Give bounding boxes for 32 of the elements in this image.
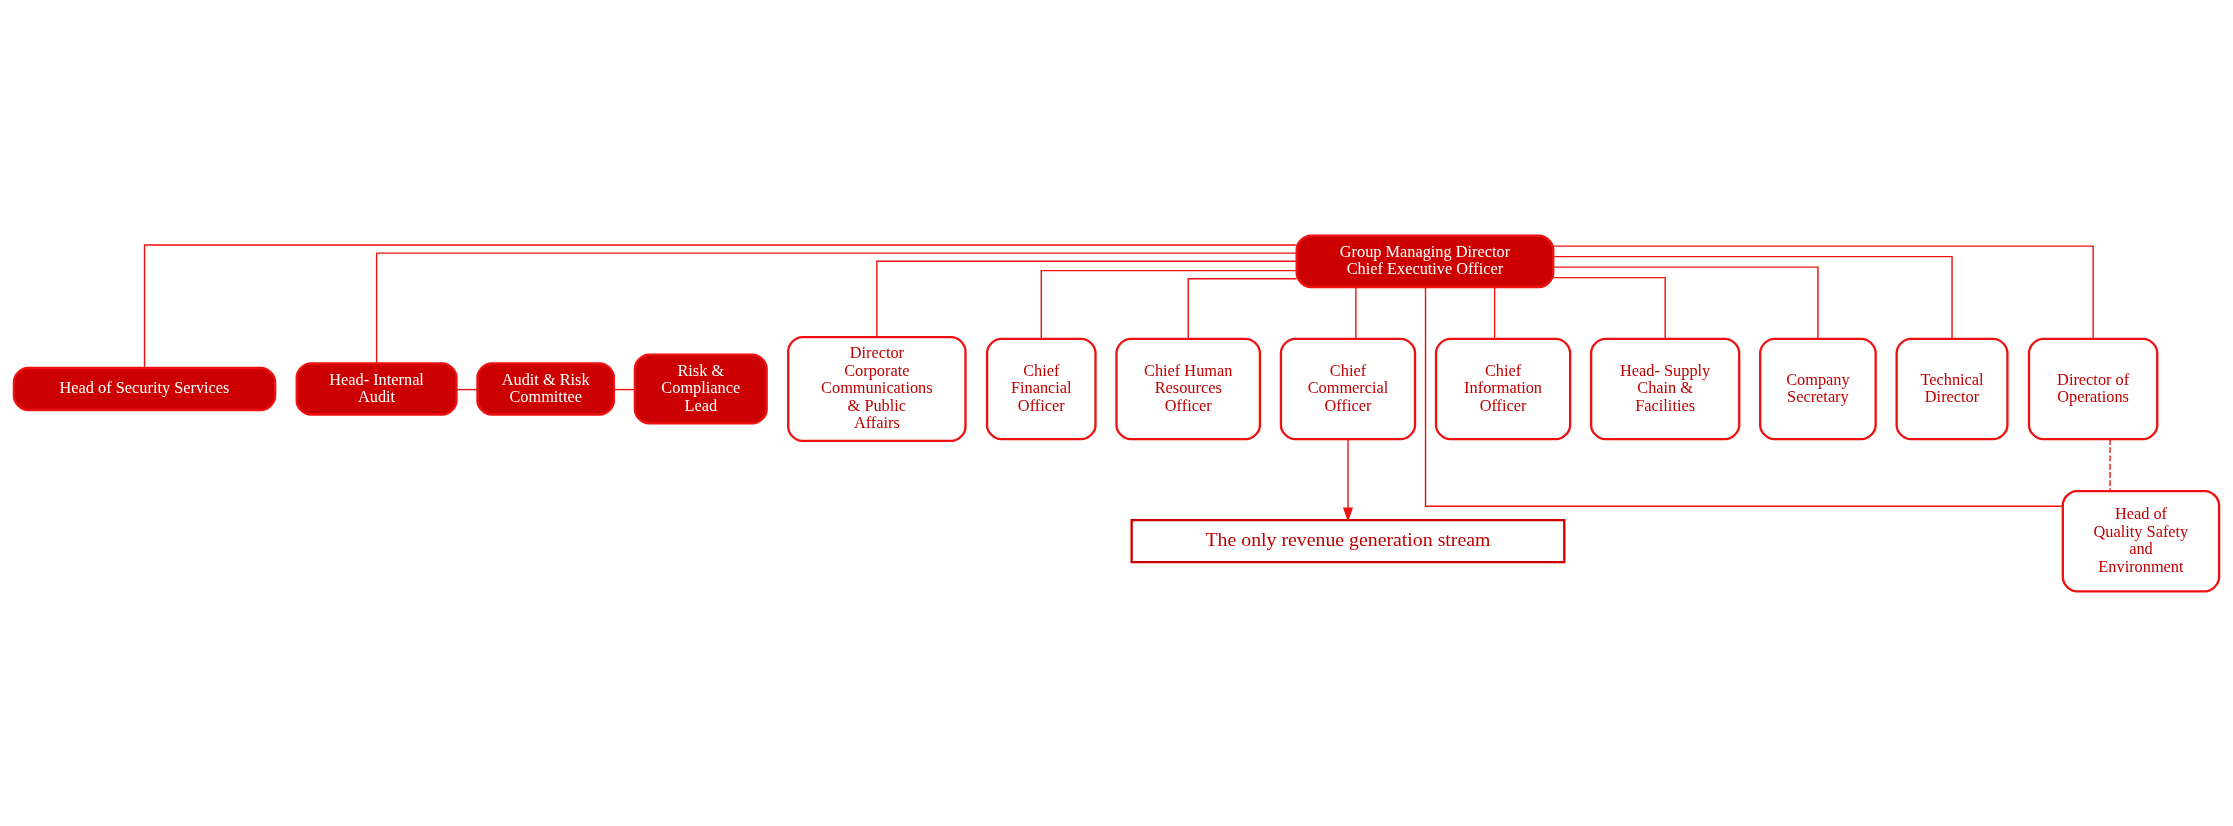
connector bbox=[613, 388, 636, 390]
node-box: Group Managing Director Chief Executive Officer bbox=[1295, 234, 1555, 288]
node-box: Chief Information Officer bbox=[1434, 337, 1572, 440]
node-box: Head- Supply Chain & Facilities bbox=[1589, 337, 1741, 440]
connector bbox=[1493, 285, 1496, 339]
node-box: Head of Security Services bbox=[12, 366, 277, 411]
connector bbox=[1040, 269, 1298, 339]
connector bbox=[375, 251, 1298, 364]
arrow bbox=[1342, 438, 1354, 522]
connector bbox=[1552, 244, 2094, 339]
node-box: Head- Internal Audit bbox=[295, 361, 458, 416]
node-box: Chief Financial Officer bbox=[985, 337, 1097, 440]
node-box: Chief Commercial Officer bbox=[1279, 337, 1417, 440]
connector bbox=[1552, 265, 1819, 339]
node-box: Chief Human Resources Officer bbox=[1115, 337, 1262, 440]
connector bbox=[143, 243, 1298, 368]
connector bbox=[1355, 285, 1357, 339]
connector bbox=[1187, 277, 1298, 339]
node-box: Audit & Risk Committee bbox=[476, 361, 616, 416]
connector bbox=[456, 388, 478, 390]
node-box: Director of Operations bbox=[2027, 337, 2159, 440]
node-box: Technical Director bbox=[1895, 337, 2009, 440]
node-box: Director Corporate Communications & Public Affairs bbox=[787, 335, 967, 442]
connector bbox=[1424, 285, 2064, 507]
connector bbox=[1552, 276, 1666, 340]
connector bbox=[1552, 255, 1953, 339]
node-box: The only revenue generation stream bbox=[1130, 518, 1566, 563]
node-box: Risk & Compliance Lead bbox=[633, 352, 768, 425]
node-box: Head of Quality Safety and Environment bbox=[2061, 489, 2221, 592]
node-box: Company Secretary bbox=[1759, 337, 1877, 440]
connector bbox=[2109, 438, 2111, 492]
connector bbox=[876, 260, 1298, 338]
